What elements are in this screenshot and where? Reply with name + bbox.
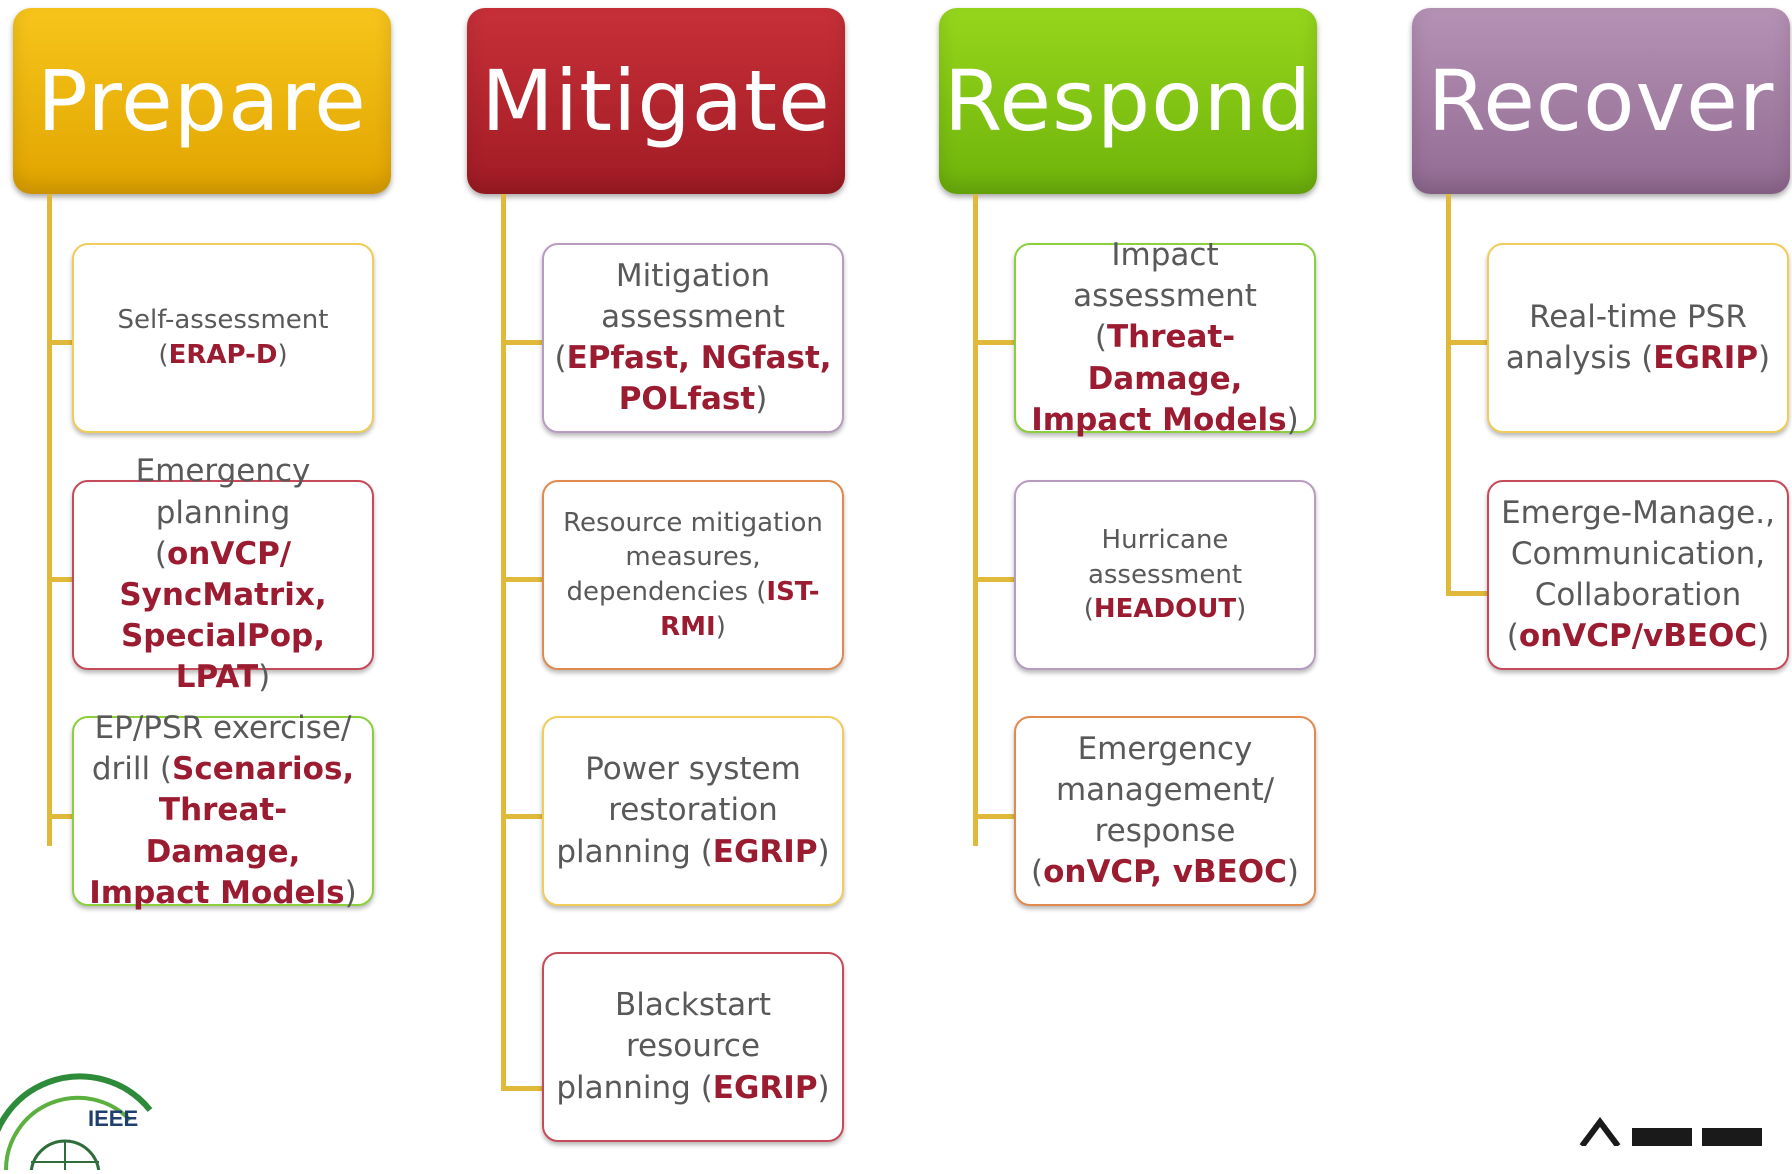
tool-name: ERAP-D	[168, 340, 278, 370]
box-emergency-planning: Emergency planning (onVCP/ SyncMatrix, S…	[72, 453, 374, 695]
box-self-assessment: Self-assessment (ERAP-D)	[72, 243, 374, 433]
box-hurricane-assessment: Hurricane assessment (HEADOUT)	[1014, 480, 1316, 670]
box-label: )	[1286, 854, 1300, 891]
box-label: EP/PSR exercise/ drill (	[91, 709, 352, 788]
header-mitigate: Mitigate	[467, 8, 845, 194]
connector-branch	[1446, 340, 1487, 345]
box-label: )	[817, 1069, 830, 1106]
connector-branch	[1446, 591, 1487, 596]
box-power-system-restoration: Power system restoration planning (EGRIP…	[542, 716, 844, 906]
tool-name: Threat-Damage, Impact Models	[1031, 319, 1287, 438]
box-text: Blackstart resource planning (EGRIP)	[554, 985, 832, 1109]
connector-respond	[973, 194, 978, 846]
box-label: )	[277, 340, 288, 370]
header-recover: Recover	[1412, 8, 1790, 194]
tool-name: Scenarios, Threat-Damage, Impact Models	[89, 751, 355, 911]
tool-name: onVCP/ SyncMatrix, SpecialPop, LPAT	[119, 535, 327, 696]
tool-name: EPfast, NGfast, POLfast	[566, 340, 832, 418]
box-text: Resource mitigation measures, dependenci…	[554, 506, 832, 644]
box-label: Real-time PSR analysis (	[1505, 298, 1747, 376]
box-label: )	[1757, 618, 1770, 655]
box-label: Emerge-Manage., Communication, Collabora…	[1501, 494, 1775, 655]
connector-prepare	[47, 194, 52, 846]
box-emergency-management: Emergency management/ response (onVCP, v…	[1014, 716, 1316, 906]
box-label: Emergency planning (	[135, 453, 311, 572]
ieee-logo: IEEE	[0, 1050, 190, 1174]
box-label: )	[258, 659, 271, 696]
connector-branch	[973, 577, 1014, 582]
box-text: Emerge-Manage., Communication, Collabora…	[1499, 493, 1777, 658]
header-prepare: Prepare	[13, 8, 391, 194]
connector-recover	[1446, 194, 1451, 596]
box-exercise-drill: EP/PSR exercise/ drill (Scenarios, Threa…	[72, 710, 374, 911]
box-impact-assessment: Impact assessment (Threat-Damage, Impact…	[1014, 237, 1316, 438]
tool-name: onVCP, vBEOC	[1043, 854, 1287, 891]
box-label: Mitigation assessment (	[554, 257, 785, 376]
connector-branch	[501, 340, 542, 345]
ieee-logo-text: IEEE	[88, 1106, 139, 1131]
box-label: )	[817, 833, 830, 870]
box-label: )	[715, 611, 726, 642]
box-label: Self-assessment (	[117, 305, 329, 370]
connector-branch	[47, 340, 72, 345]
box-resource-mitigation: Resource mitigation measures, dependenci…	[542, 480, 844, 670]
box-label: )	[1758, 340, 1771, 376]
box-text: Impact assessment (Threat-Damage, Impact…	[1026, 235, 1304, 441]
connector-branch	[501, 577, 542, 582]
connector-branch	[973, 814, 1014, 819]
tool-name: onVCP/vBEOC	[1518, 618, 1758, 655]
connector-branch	[47, 577, 72, 582]
tool-name: EGRIP	[712, 833, 818, 870]
connector-branch	[501, 814, 542, 819]
tool-name: EGRIP	[1653, 340, 1759, 376]
box-label: Blackstart resource planning (	[556, 987, 772, 1106]
box-blackstart-planning: Blackstart resource planning (EGRIP)	[542, 952, 844, 1142]
box-text: Emergency planning (onVCP/ SyncMatrix, S…	[84, 451, 362, 698]
box-label: )	[1236, 594, 1247, 625]
box-label: Resource mitigation measures, dependenci…	[563, 507, 823, 607]
connector-branch	[501, 1086, 542, 1091]
header-respond: Respond	[939, 8, 1317, 194]
box-realtime-psr: Real-time PSR analysis (EGRIP)	[1487, 243, 1789, 433]
connector-branch	[47, 814, 72, 819]
box-label: )	[1286, 401, 1299, 438]
org-logo-partial	[1572, 1116, 1772, 1150]
tool-name: EGRIP	[712, 1069, 818, 1106]
box-text: Power system restoration planning (EGRIP…	[554, 749, 832, 873]
tool-name: IST-RMI	[660, 577, 820, 642]
tool-name: HEADOUT	[1093, 594, 1237, 625]
box-text: Real-time PSR analysis (EGRIP)	[1499, 297, 1777, 379]
box-text: Self-assessment (ERAP-D)	[84, 303, 362, 372]
box-label: Power system restoration planning (	[556, 751, 801, 870]
connector-branch	[973, 340, 1014, 345]
box-label: Impact assessment (	[1073, 236, 1257, 356]
box-text: Emergency management/ response (onVCP, v…	[1026, 729, 1304, 894]
box-emergency-collaboration: Emerge-Manage., Communication, Collabora…	[1487, 480, 1789, 670]
box-label: )	[755, 381, 768, 418]
box-text: Mitigation assessment (EPfast, NGfast, P…	[554, 256, 832, 421]
box-text: EP/PSR exercise/ drill (Scenarios, Threa…	[84, 708, 362, 914]
box-mitigation-assessment: Mitigation assessment (EPfast, NGfast, P…	[542, 243, 844, 433]
box-label: )	[344, 874, 357, 911]
box-label: Emergency management/ response (	[1030, 730, 1275, 891]
box-text: Hurricane assessment (HEADOUT)	[1026, 523, 1304, 627]
box-label: Hurricane assessment (	[1083, 525, 1243, 625]
connector-mitigate	[501, 194, 506, 1091]
